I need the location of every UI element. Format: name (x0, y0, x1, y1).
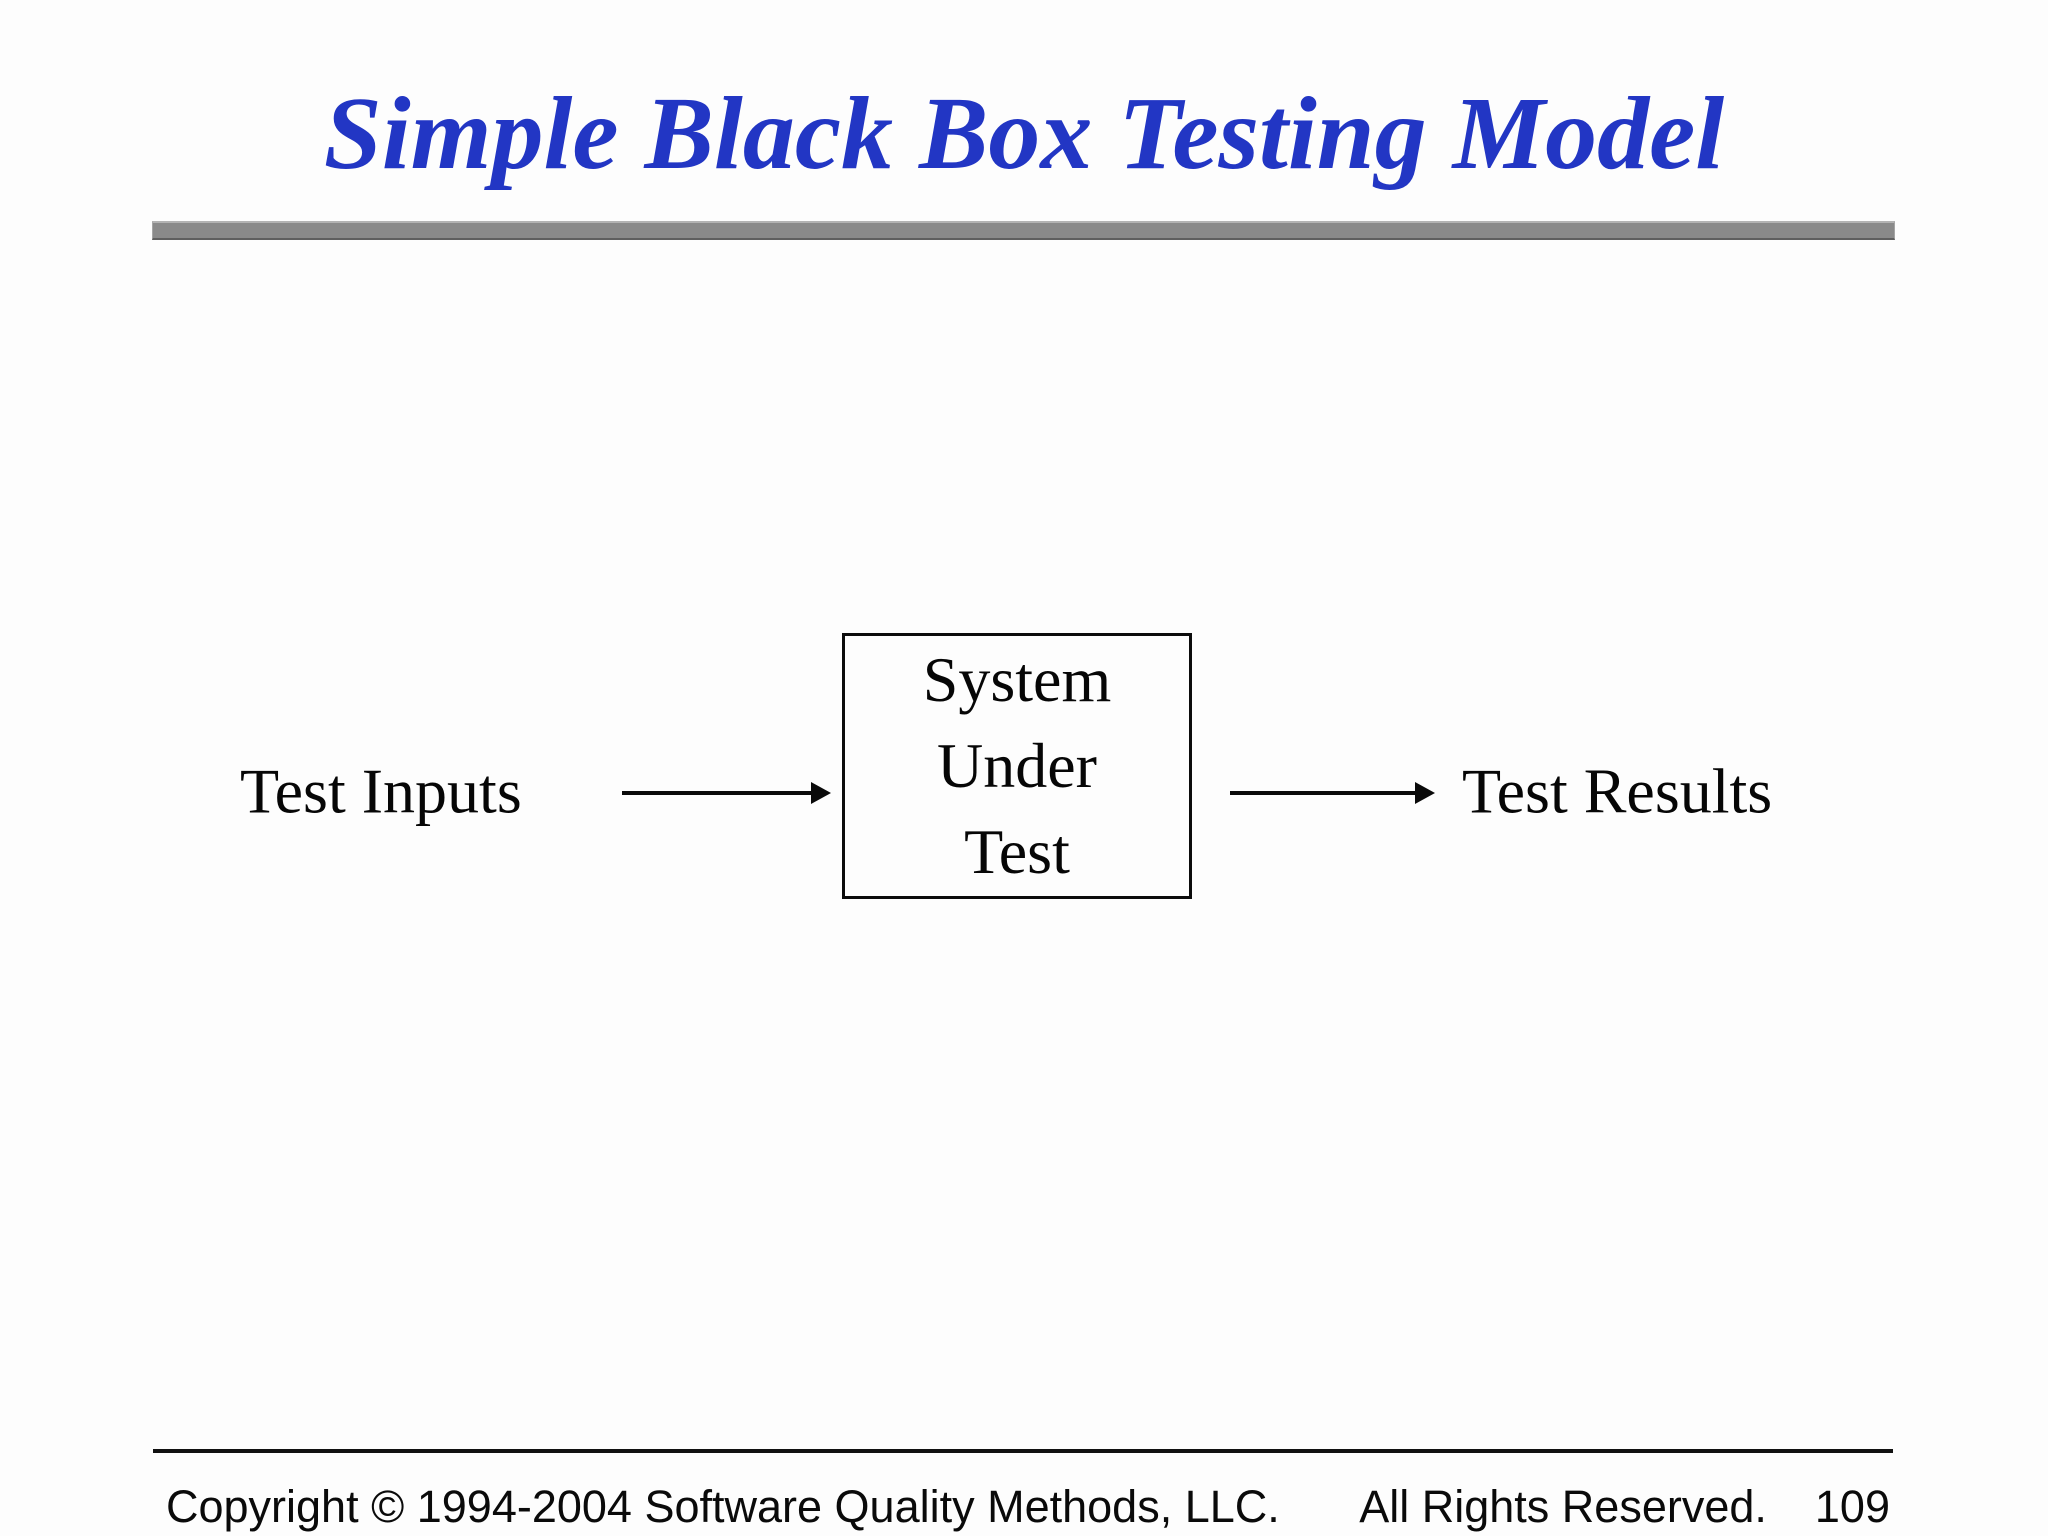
sut-box-line-1: System (922, 644, 1112, 715)
sut-box-line-2: Under (937, 730, 1097, 801)
sut-box-line-3: Test (964, 816, 1070, 887)
input-arrow-icon (622, 791, 812, 795)
test-inputs-label: Test Inputs (240, 755, 522, 827)
page-number: 109 (1814, 1481, 1890, 1532)
footer: Copyright © 1994-2004 Software Quality M… (166, 1480, 1890, 1534)
title-underline-bar (152, 221, 1895, 240)
test-results-label: Test Results (1462, 755, 1773, 827)
output-arrow-icon (1230, 791, 1416, 795)
slide-title: Simple Black Box Testing Model (323, 76, 1725, 191)
footer-rule (153, 1449, 1893, 1453)
copyright-text: Copyright © 1994-2004 Software Quality M… (166, 1481, 1280, 1532)
rights-reserved-text: All Rights Reserved. (1359, 1481, 1767, 1532)
system-under-test-box: System Under Test (842, 633, 1192, 899)
